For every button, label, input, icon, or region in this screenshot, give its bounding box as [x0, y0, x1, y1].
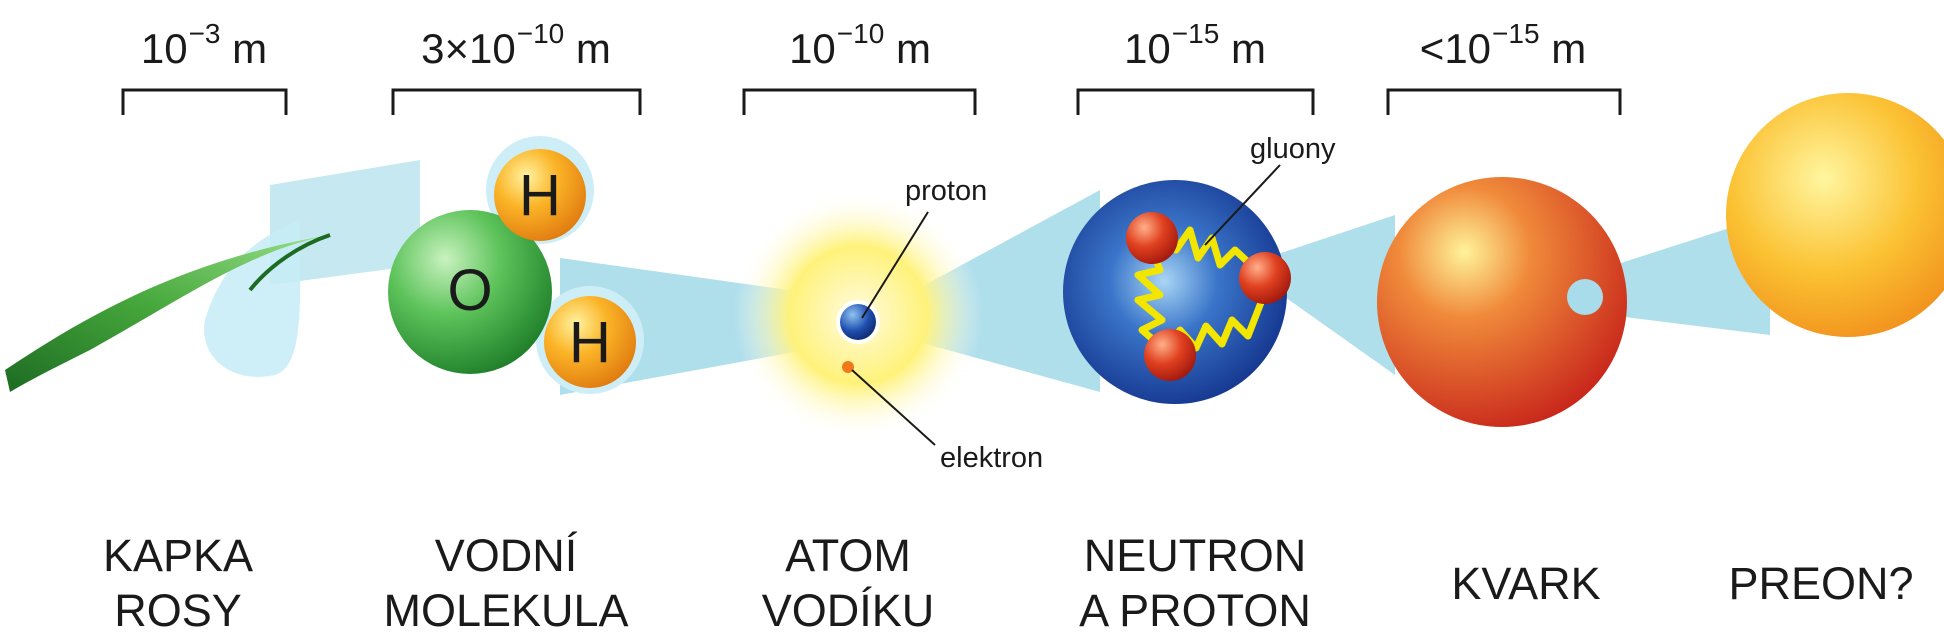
- scale-label-2: 3×10−10 m: [421, 18, 611, 72]
- scale-label-4: 10−15 m: [1124, 18, 1266, 72]
- scale-label-3: 10−10 m: [789, 18, 931, 72]
- electron-dot: [842, 361, 854, 373]
- scale-label-1: 10−3 m: [140, 18, 268, 72]
- bracket-2: [391, 88, 642, 115]
- water-molecule: [388, 136, 644, 394]
- dew-drop-leaf: [5, 220, 331, 392]
- leaf: [5, 235, 330, 392]
- electron-annotation: elektron: [940, 442, 1044, 474]
- oxygen-atom: [388, 210, 552, 374]
- quark-sphere: [1377, 177, 1627, 427]
- quark-sphere-group: [1377, 177, 1627, 427]
- quark-2: [1239, 252, 1291, 304]
- hydrogen-label-1: H: [519, 163, 561, 228]
- bracket-3: [742, 88, 977, 115]
- oxygen-label: O: [447, 258, 492, 323]
- quark-1: [1126, 212, 1178, 264]
- hydrogen-atom-2: [544, 296, 636, 388]
- preon-sphere: [1726, 93, 1944, 337]
- scale-label-5: <10−15 m: [1419, 18, 1587, 72]
- beam-1: [270, 160, 420, 285]
- hydrogen-atom-1: [494, 149, 586, 241]
- gluon-pointer: [1204, 164, 1281, 246]
- hydrogen-label-2: H: [569, 310, 611, 375]
- dew-drop: [204, 220, 301, 377]
- bracket-1: [121, 88, 288, 115]
- item-label-quark: KVARK: [1451, 558, 1601, 609]
- proton-annotation: proton: [905, 175, 988, 207]
- electron-pointer: [851, 369, 936, 446]
- proton-dot: [840, 304, 876, 340]
- preon-hole: [1567, 279, 1603, 315]
- quark-3: [1144, 329, 1196, 381]
- bracket-4: [1076, 88, 1315, 115]
- proton-pointer: [861, 211, 929, 319]
- nucleon-sphere: [1063, 180, 1287, 404]
- nucleon: [1063, 164, 1291, 404]
- item-label-preon: PREON?: [1728, 558, 1914, 609]
- gluons-annotation: gluony: [1250, 133, 1336, 165]
- scale-brackets: [121, 88, 1622, 115]
- hydrogen-atom: [733, 190, 983, 446]
- beam-4: [1275, 215, 1395, 375]
- bracket-5: [1386, 88, 1622, 115]
